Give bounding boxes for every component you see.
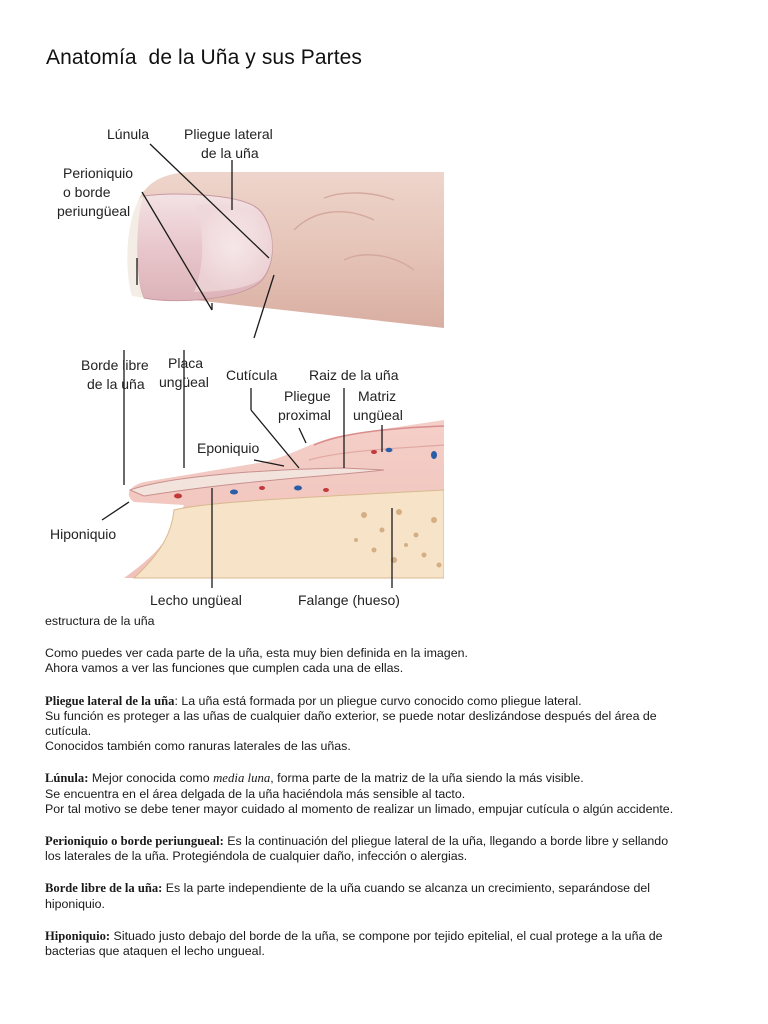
section-borde-libre: Borde libre de la uña: Es la parte indep…	[45, 881, 725, 911]
page-title: Anatomía de la Uña y sus Partes	[46, 46, 363, 69]
label-hiponiquio: Hiponiquio	[50, 526, 116, 542]
borde-text-1: Es la parte independiente de la uña cuan…	[162, 881, 651, 896]
section-lunula: Lúnula: Mejor conocida como media luna, …	[45, 771, 725, 817]
pliegue-line-3: cutícula.	[45, 724, 92, 739]
lunula-line-3: Por tal motivo se debe tener mayor cuida…	[45, 801, 674, 816]
lunula-text-1b: , forma parte de la matriz de la uña sie…	[270, 771, 584, 786]
term-borde-libre: Borde libre de la uña:	[45, 881, 163, 896]
nail-anatomy-figure: Lúnula Pliegue lateral de la uña Perioni…	[44, 110, 444, 615]
lunula-text-1a: Mejor conocida como	[88, 771, 214, 786]
borde-line-2: hiponiquio.	[45, 896, 105, 911]
label-pliegue-lateral-2: de la uña	[201, 145, 259, 161]
figure-labels: Lúnula Pliegue lateral de la uña Perioni…	[50, 126, 403, 608]
section-perioniquio: Perioniquio o borde periungueal: Es la c…	[45, 834, 725, 864]
label-pliegue-proximal-1: Pliegue	[284, 388, 331, 404]
label-pliegue-lateral-1: Pliegue lateral	[184, 126, 273, 142]
term-lunula: Lúnula:	[45, 771, 89, 786]
label-perioniquio-1: Perioniquio	[63, 165, 133, 181]
term-hiponiquio: Hiponiquio:	[45, 928, 111, 943]
hiponiquio-line-2: bacterias que ataquen el lecho ungueal.	[45, 944, 265, 959]
intro-line-2: Ahora vamos a ver las funciones que cump…	[45, 661, 404, 676]
label-borde-libre-2: de la uña	[87, 376, 145, 392]
leader-lines	[101, 143, 393, 588]
article-body: estructura de la uña Como puedes ver cad…	[45, 614, 725, 976]
pliegue-text-1: : La uña está formada por un pliegue cur…	[174, 693, 582, 708]
intro-paragraph: Como puedes ver cada parte de la uña, es…	[45, 646, 725, 676]
term-perioniquio: Perioniquio o borde periungueal:	[45, 834, 224, 849]
pliegue-line-4: Conocidos también como ranuras laterales…	[45, 739, 351, 754]
label-placa-2: ungüeal	[159, 374, 209, 390]
label-eponiquio: Eponiquio	[197, 440, 259, 456]
term-pliegue-lateral: Pliegue lateral de la uña	[45, 693, 175, 708]
perioniquio-line-2: los laterales de la uña. Protegiéndola d…	[45, 849, 468, 864]
label-matriz-2: ungüeal	[353, 407, 403, 423]
label-perioniquio-2: o borde	[63, 184, 111, 200]
nail-anatomy-illustration: Lúnula Pliegue lateral de la uña Perioni…	[50, 126, 444, 608]
hiponiquio-text-1: Situado justo debajo del borde de la uña…	[110, 928, 663, 943]
label-raiz: Raiz de la uña	[309, 367, 399, 383]
label-matriz-1: Matriz	[358, 388, 396, 404]
section-pliegue-lateral: Pliegue lateral de la uña: La uña está f…	[45, 694, 725, 755]
section-hiponiquio: Hiponiquio: Situado justo debajo del bor…	[45, 929, 725, 959]
figure-caption: estructura de la uña	[45, 614, 155, 628]
finger-drawing	[127, 172, 444, 328]
label-placa-1: Placa	[168, 355, 203, 371]
perioniquio-text-1: Es la continuación del pliegue lateral d…	[223, 834, 669, 849]
label-lecho: Lecho ungüeal	[150, 592, 242, 608]
label-lunula: Lúnula	[107, 126, 149, 142]
cross-section-drawing	[124, 420, 444, 579]
intro-line-1: Como puedes ver cada parte de la uña, es…	[45, 646, 468, 661]
lunula-line-2: Se encuentra en el área delgada de la uñ…	[45, 786, 466, 801]
pliegue-line-2: Su función es proteger a las uñas de cua…	[45, 708, 657, 723]
label-pliegue-proximal-2: proximal	[278, 407, 331, 423]
label-perioniquio-3: periungüeal	[57, 203, 130, 219]
label-cuticula: Cutícula	[226, 367, 278, 383]
label-borde-libre-1: Borde libre	[81, 357, 149, 373]
lunula-emphasis: media luna	[213, 771, 271, 786]
label-falange: Falange (hueso)	[298, 592, 400, 608]
